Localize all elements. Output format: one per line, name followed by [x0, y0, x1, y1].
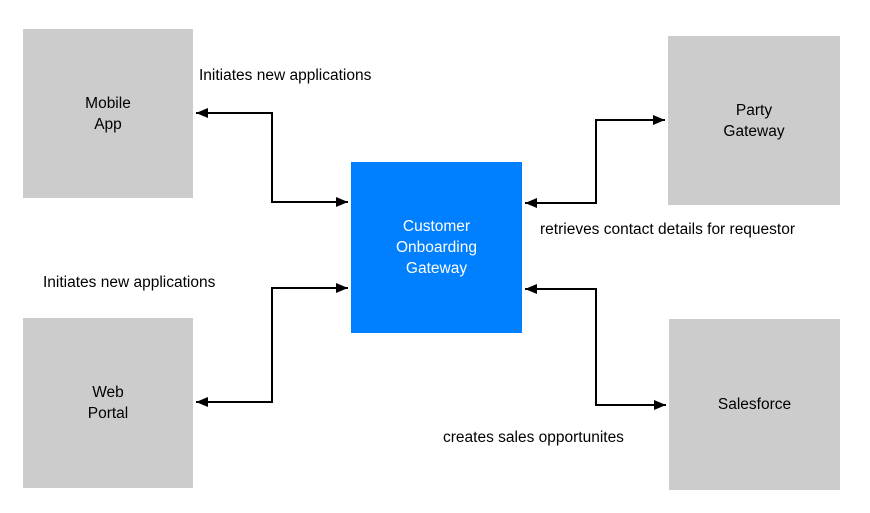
- node-party-gateway-label: Party Gateway: [723, 101, 785, 140]
- node-web-portal-label: Web Portal: [87, 384, 129, 422]
- node-customer-onboarding-gateway-label: Customer Onboarding Gateway: [395, 218, 477, 277]
- node-mobile-app[interactable]: Mobile App: [23, 29, 193, 198]
- node-web-portal[interactable]: Web Portal: [23, 318, 193, 488]
- node-salesforce-label: Salesforce: [717, 396, 792, 413]
- connector-gateway-party-gateway[interactable]: [525, 115, 665, 208]
- edge-label-initiates-new-applications-web: Initiates new applications: [43, 274, 216, 291]
- node-salesforce[interactable]: Salesforce: [669, 319, 840, 490]
- connector-gateway-web-portal[interactable]: [196, 283, 348, 407]
- node-party-gateway[interactable]: Party Gateway: [668, 36, 840, 205]
- connector-gateway-salesforce[interactable]: [525, 284, 666, 410]
- connector-gateway-mobile-app[interactable]: [196, 108, 348, 207]
- node-customer-onboarding-gateway[interactable]: Customer Onboarding Gateway: [351, 162, 522, 333]
- edge-label-creates-sales-opportunites: creates sales opportunites: [443, 429, 624, 446]
- edge-label-initiates-new-applications-mobile: Initiates new applications: [199, 67, 372, 84]
- edge-label-retrieves-contact-details: retrieves contact details for requestor: [540, 221, 796, 238]
- node-mobile-app-label: Mobile App: [85, 94, 131, 133]
